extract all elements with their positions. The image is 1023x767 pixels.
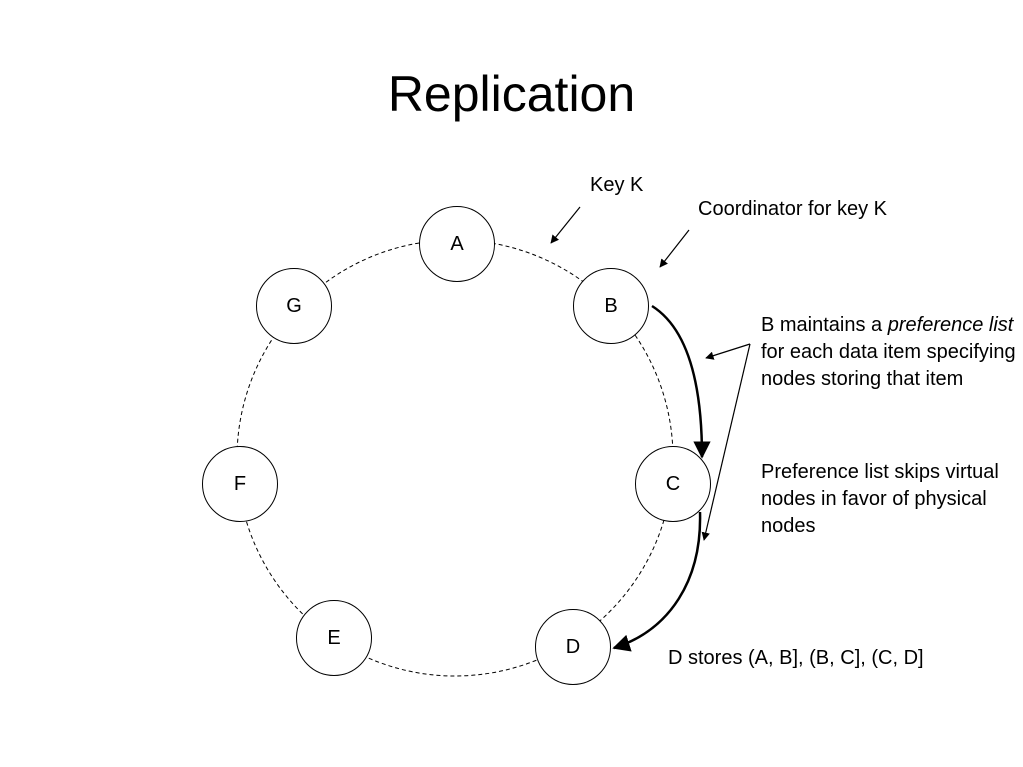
preference-text-post: for each data item specifying nodes stor… [761, 341, 1016, 390]
preference-arrow-lower [701, 343, 751, 541]
label-preference: B maintains a preference list for each d… [761, 312, 1023, 393]
preference-arrow-upper [705, 343, 751, 360]
node-e: E [296, 600, 372, 676]
label-key: Key K [590, 174, 644, 196]
node-g: G [256, 268, 332, 344]
node-a: A [419, 206, 495, 282]
arc-b-to-c [651, 304, 711, 459]
label-stores: D stores (A, B], (B, C], (C, D] [668, 647, 924, 669]
preference-text-italic: preference list [887, 314, 1014, 336]
arc-c-to-d [612, 511, 702, 652]
node-f: F [202, 446, 278, 522]
slide-title: Replication [387, 66, 636, 122]
preference-text-pre: B maintains a [761, 314, 888, 336]
node-d: D [535, 609, 611, 685]
node-c: C [635, 446, 711, 522]
label-coordinator: Coordinator for key K [698, 198, 887, 220]
label-skips: Preference list skips virtual nodes in f… [761, 461, 999, 537]
key-arrow [550, 206, 581, 244]
node-b: B [573, 268, 649, 344]
coordinator-arrow [659, 229, 690, 268]
